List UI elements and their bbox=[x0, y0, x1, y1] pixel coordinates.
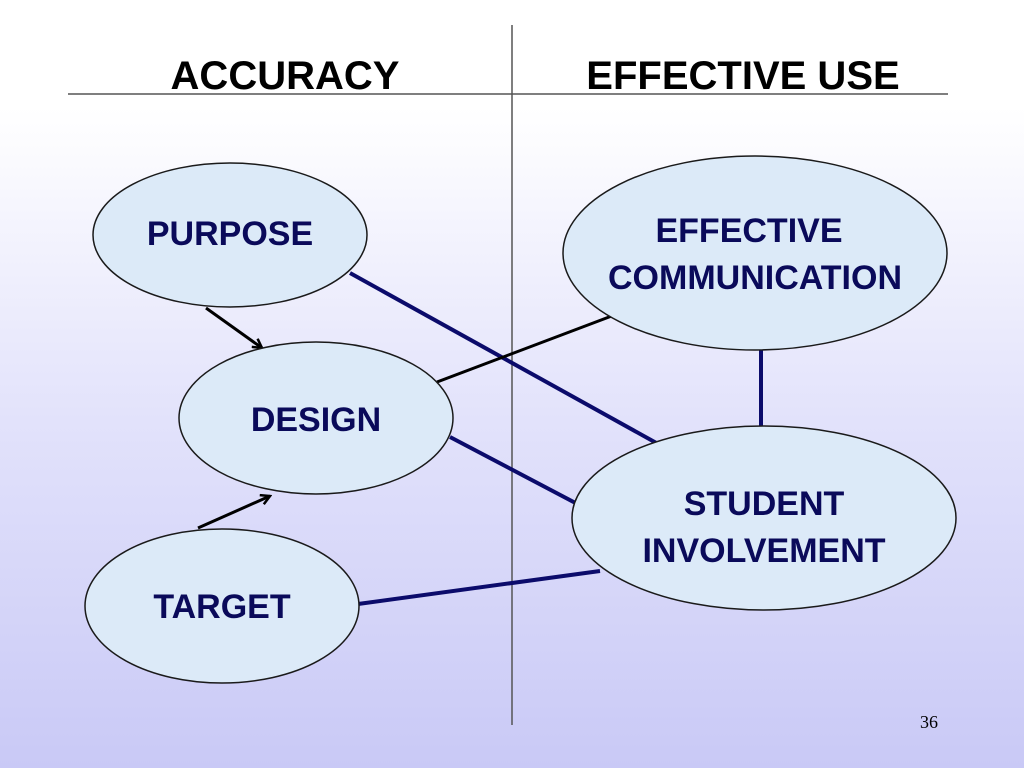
node-design-label: DESIGN bbox=[251, 401, 381, 439]
heading-effective-use: EFFECTIVE USE bbox=[586, 54, 899, 98]
connector-design-communication bbox=[436, 312, 618, 384]
node-purpose-label: PURPOSE bbox=[147, 215, 313, 253]
node-student-involvement: STUDENT INVOLVEMENT bbox=[571, 425, 957, 611]
node-student-involvement-line2: INVOLVEMENT bbox=[642, 532, 885, 570]
node-purpose: PURPOSE bbox=[92, 162, 368, 308]
node-effective-communication-line1: EFFECTIVE bbox=[655, 212, 842, 250]
node-target-label: TARGET bbox=[153, 588, 290, 626]
arrow-target-to-design bbox=[197, 496, 270, 530]
heading-accuracy: ACCURACY bbox=[171, 54, 400, 98]
connector-purpose-student bbox=[349, 271, 661, 447]
connector-target-student bbox=[357, 569, 601, 606]
node-target: TARGET bbox=[84, 528, 360, 684]
arrow-purpose-to-design bbox=[205, 306, 262, 348]
connector-design-student bbox=[449, 435, 586, 510]
node-effective-communication-line2: COMMUNICATION bbox=[608, 259, 902, 297]
node-student-involvement-line1: STUDENT bbox=[684, 485, 845, 523]
node-effective-communication: EFFECTIVE COMMUNICATION bbox=[562, 155, 948, 351]
node-design: DESIGN bbox=[178, 341, 454, 495]
page-number: 36 bbox=[920, 712, 938, 732]
